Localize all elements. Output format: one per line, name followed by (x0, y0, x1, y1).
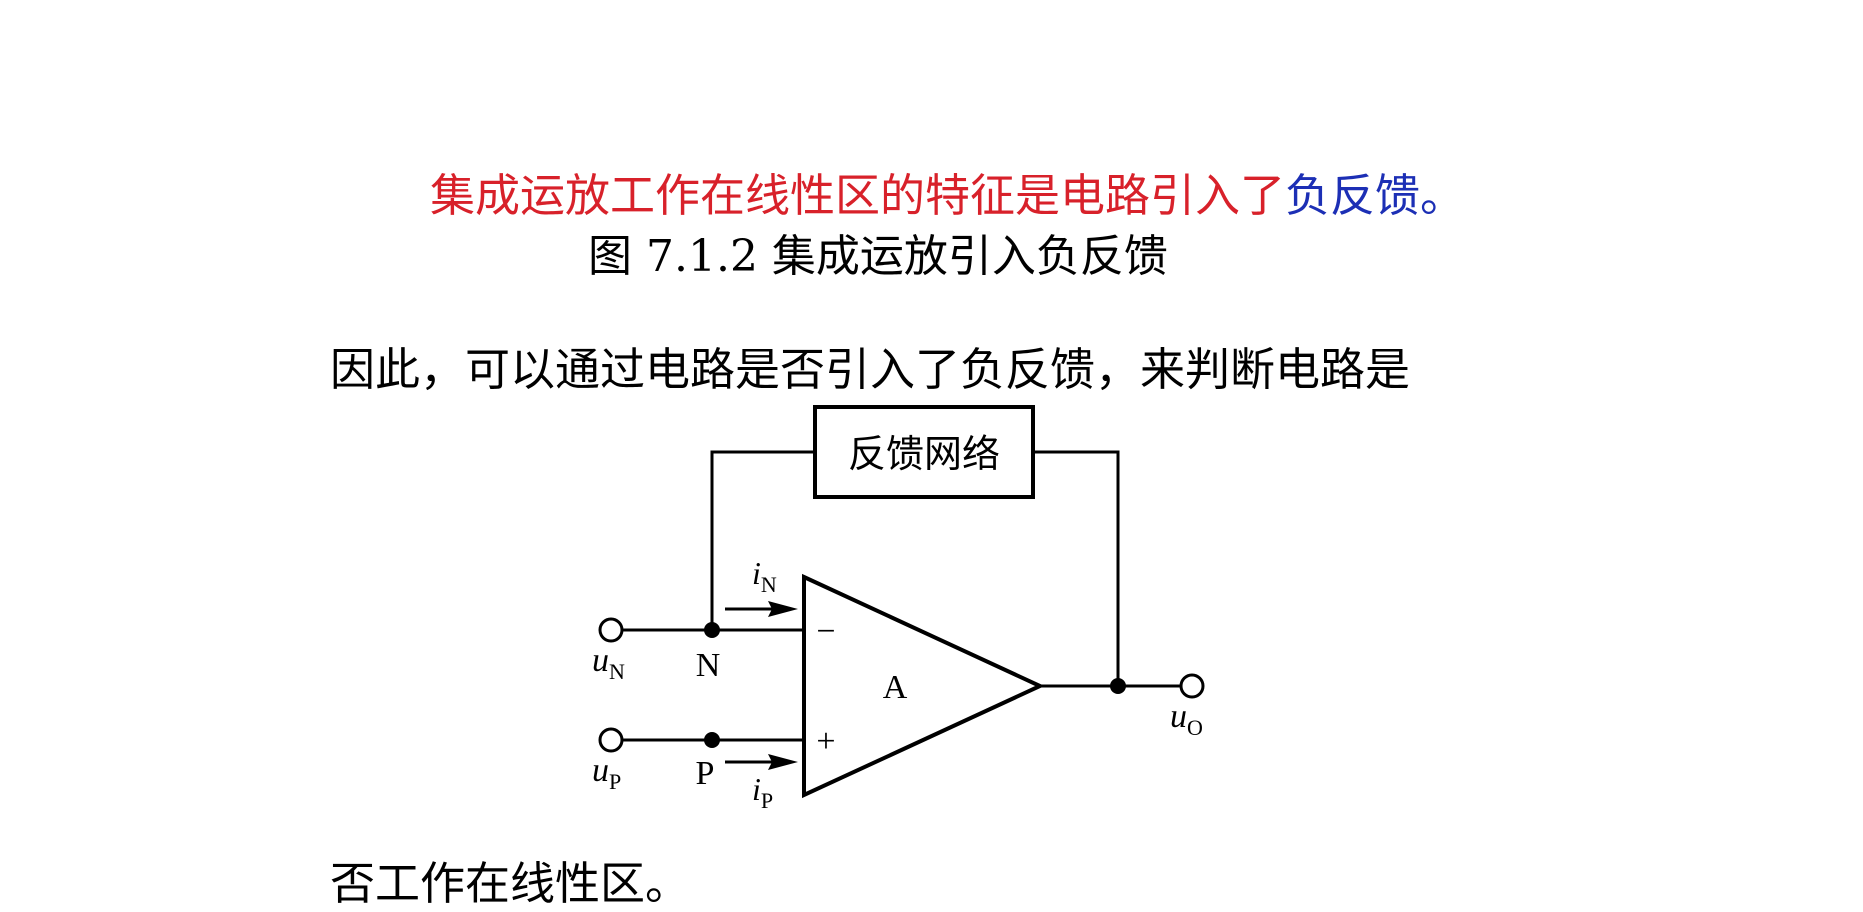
label-u-n: uN (592, 642, 625, 684)
feedback-network-box (813, 405, 1035, 499)
headline-red-part: 集成运放工作在线性区的特征是电路引入了 (430, 169, 1286, 222)
label-node-n: N (696, 647, 721, 684)
amplifier-triangle (802, 573, 1045, 799)
label-u-o: uO (1170, 698, 1203, 740)
label-u-n-sub: N (609, 659, 625, 684)
label-u-p: uP (592, 752, 621, 794)
label-i-n-sub: N (761, 572, 777, 597)
label-u-n-symbol: u (592, 642, 609, 679)
label-u-o-sub: O (1187, 715, 1203, 740)
current-arrow-n-head (768, 601, 798, 617)
current-arrow-p-head (768, 754, 798, 770)
amplifier-label: A (883, 669, 908, 706)
junction-dot-n (704, 622, 720, 638)
label-node-p: P (696, 755, 715, 792)
terminal-un (598, 617, 624, 643)
feedback-wire-right (1031, 450, 1120, 688)
label-i-p-sub: P (761, 788, 773, 813)
noninverting-sign: + (816, 723, 835, 760)
label-u-p-sub: P (609, 769, 621, 794)
label-i-p-symbol: i (752, 771, 761, 807)
junction-dot-output (1110, 678, 1126, 694)
body-text-line-2: 否工作在线性区。 (330, 857, 691, 910)
junction-dot-p (704, 732, 720, 748)
label-i-p: iP (752, 771, 773, 813)
label-i-n: iN (752, 555, 777, 597)
terminal-uo (1179, 673, 1205, 699)
headline: 集成运放工作在线性区的特征是电路引入了负反馈。 (430, 168, 1465, 224)
figure-caption: 图 7.1.2 集成运放引入负反馈 (588, 231, 1168, 282)
label-i-n-symbol: i (752, 555, 761, 591)
label-u-o-symbol: u (1170, 698, 1187, 735)
terminal-up (598, 727, 624, 753)
inverting-sign: − (816, 613, 835, 650)
headline-blue-part: 负反馈。 (1285, 169, 1466, 222)
feedback-network-label: 反馈网络 (848, 432, 1000, 476)
feedback-wire-left (710, 450, 817, 632)
body-text-line-1: 因此，可以通过电路是否引入了负反馈，来判断电路是 (330, 343, 1411, 396)
label-u-p-symbol: u (592, 752, 609, 789)
